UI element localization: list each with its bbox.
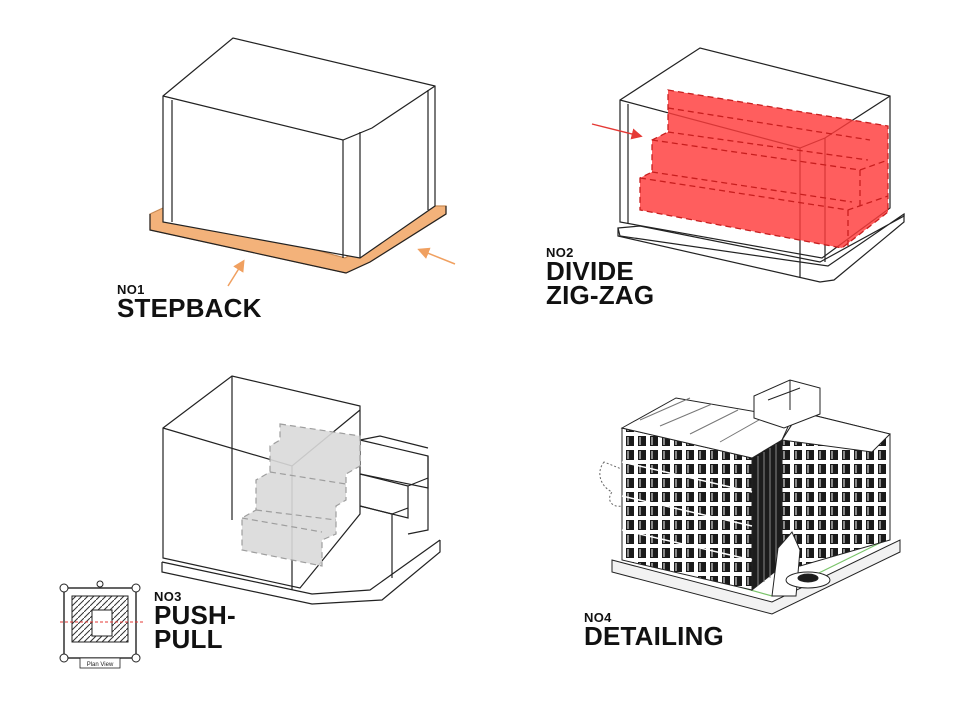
arrow-orange-right: [417, 247, 456, 265]
step-number: NO4: [584, 610, 612, 625]
arrow-orange-left: [227, 259, 245, 287]
stepback-diagram: [149, 37, 447, 274]
step-number: NO2: [546, 245, 574, 260]
zigzag-volume: [639, 89, 889, 249]
pushpull-volume: [241, 423, 361, 567]
step-number: NO1: [117, 282, 145, 297]
step-title-line: PUSH-: [154, 600, 236, 630]
step-title-line: DETAILING: [584, 621, 724, 651]
arrow-red: [591, 123, 643, 140]
detailing-diagram: [599, 379, 901, 615]
step-title-line: PULL: [154, 624, 223, 654]
step-label-detailing: NO4 DETAILING: [584, 610, 724, 651]
step-title-line: ZIG-ZAG: [546, 280, 655, 310]
plan-view-minimap: Plan View: [59, 580, 144, 669]
step-number: NO3: [154, 589, 182, 604]
minimap-caption: Plan View: [87, 662, 114, 668]
step-label-stepback: NO1 STEPBACK: [117, 282, 262, 323]
step-title-line: STEPBACK: [117, 293, 262, 323]
step-title-line: DIVIDE: [546, 256, 634, 286]
step-label-divide-zigzag: NO2 DIVIDE ZIG-ZAG: [546, 245, 655, 310]
step-label-push-pull: NO3 PUSH- PULL: [154, 589, 236, 654]
